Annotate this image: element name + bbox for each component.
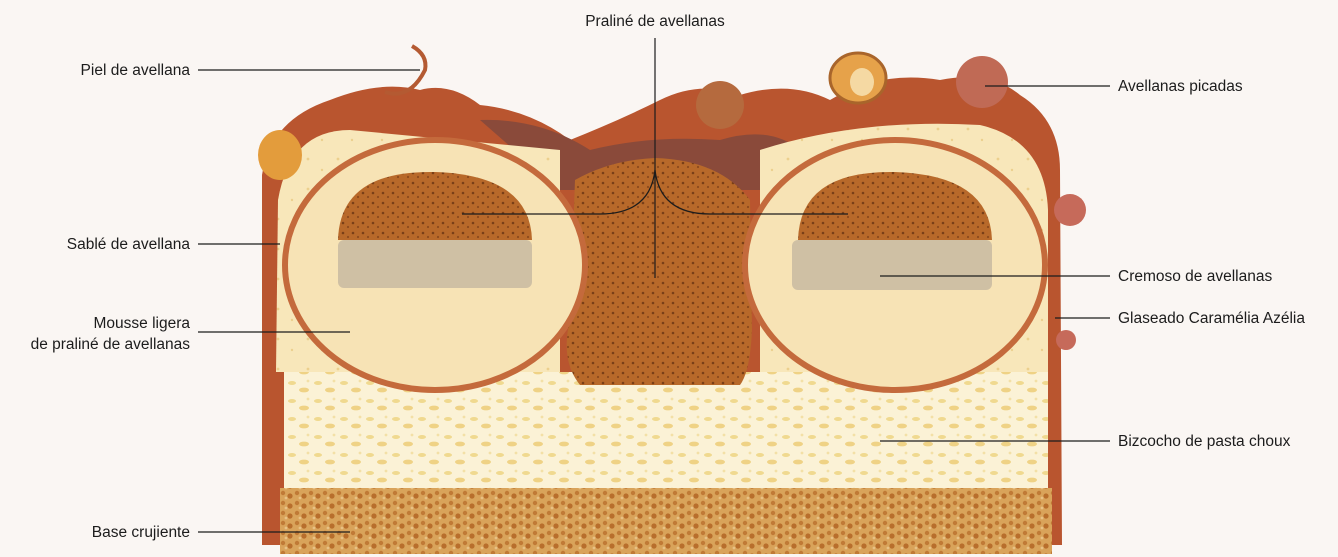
choux-sponge-layer	[284, 372, 1048, 488]
crunchy-base-layer	[280, 488, 1052, 554]
label-choux-sponge: Bizcocho de pasta choux	[1118, 433, 1291, 450]
label-mousse-line1: Mousse ligera	[94, 315, 191, 332]
chopped-hazelnut-3	[1054, 194, 1086, 226]
hazelnut-half-inner	[850, 68, 874, 96]
hazelnut-side-left	[258, 130, 302, 180]
label-hazelnut-cremoso: Cremoso de avellanas	[1118, 268, 1272, 285]
cremoso-insert-left	[338, 240, 532, 288]
label-mousse-line2: de praliné de avellanas	[31, 336, 191, 353]
chopped-hazelnut-4	[1056, 330, 1076, 350]
label-crunchy-base: Base crujiente	[92, 524, 190, 541]
praline-column	[567, 158, 752, 385]
label-hazelnut-praline: Praliné de avellanas	[585, 13, 725, 30]
label-hazelnut-sable: Sablé de avellana	[67, 236, 191, 253]
label-hazelnut-skin: Piel de avellana	[81, 62, 191, 79]
label-chopped-hazelnuts: Avellanas picadas	[1118, 78, 1243, 95]
cake-illustration	[258, 46, 1086, 554]
label-glaze: Glaseado Caramélia Azélia	[1118, 310, 1305, 327]
cremoso-insert-right	[792, 240, 992, 290]
chopped-hazelnut-2	[696, 81, 744, 129]
chopped-hazelnut-1	[956, 56, 1008, 108]
